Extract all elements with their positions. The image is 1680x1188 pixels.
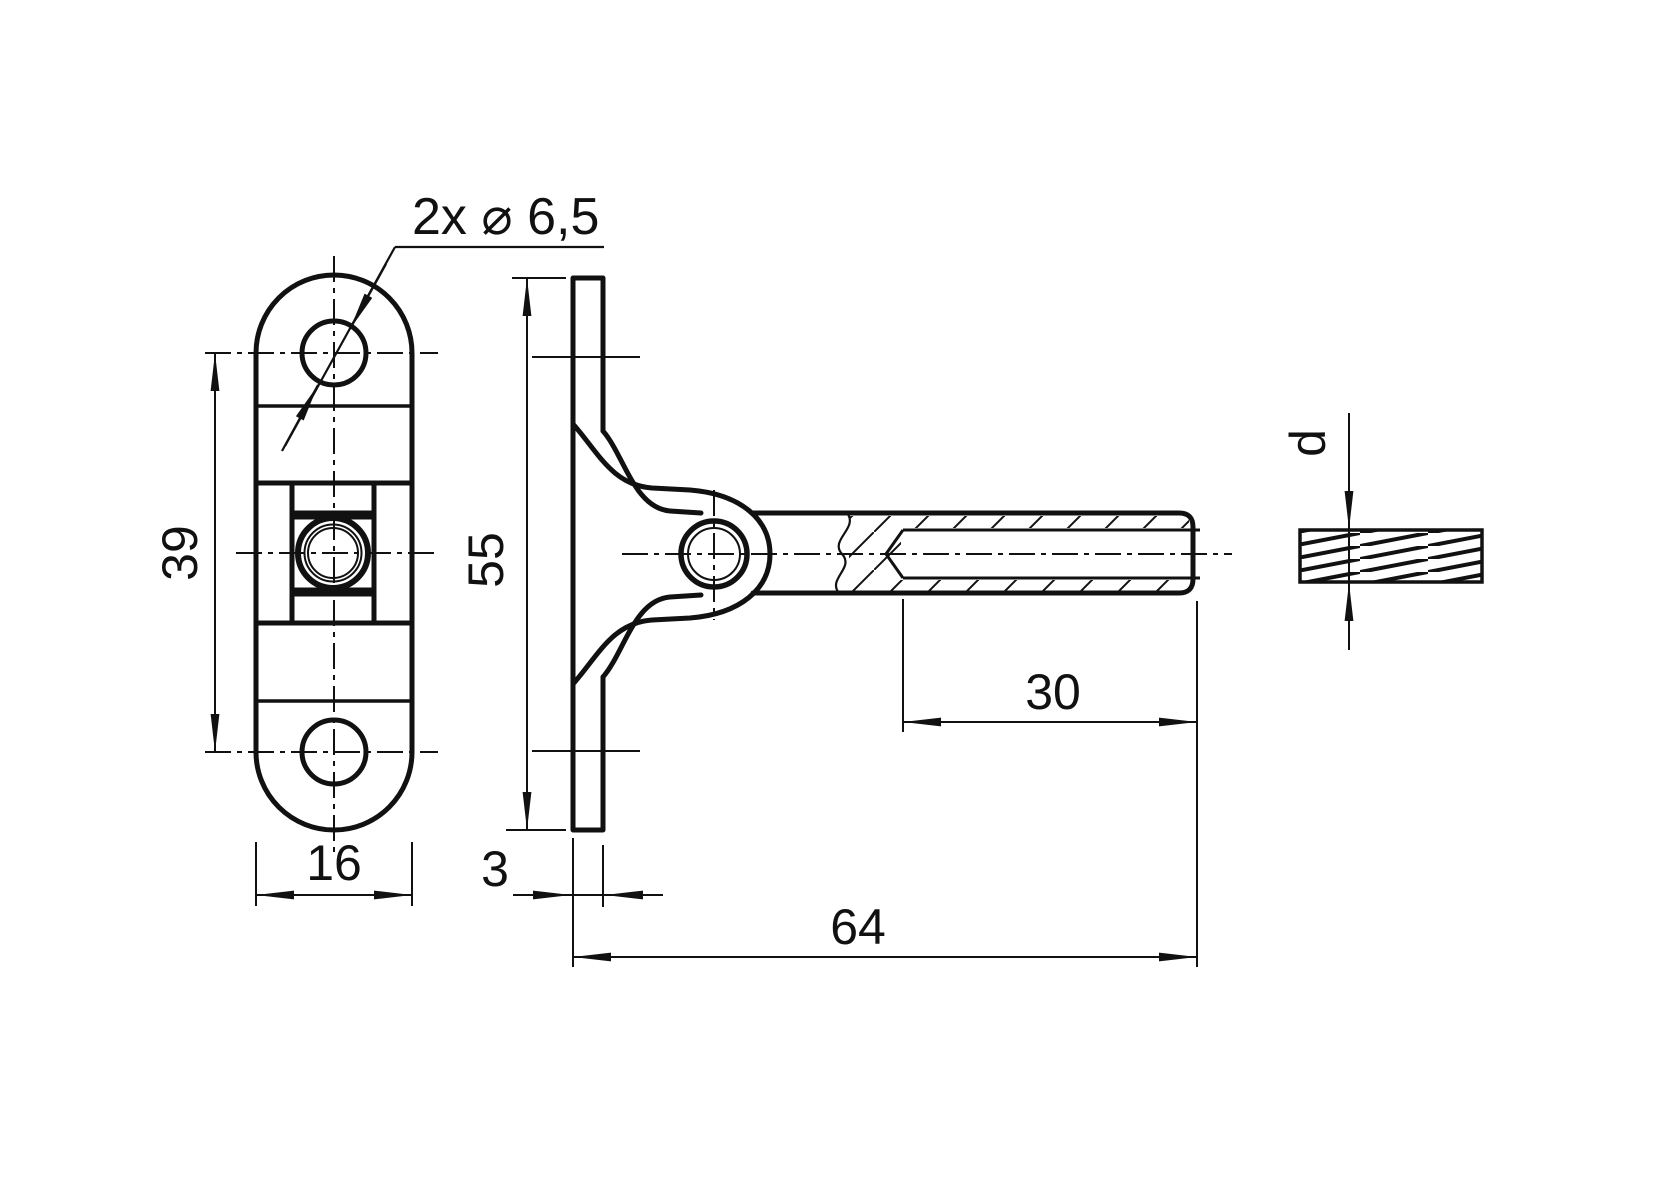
dim-d-label: d [1280, 429, 1336, 457]
dim-55-label: 55 [458, 532, 514, 588]
front-view: 39 16 2x ⌀ 6,5 [152, 188, 604, 906]
dim-plate-height: 55 [458, 277, 566, 831]
tab-outer-contour [570, 421, 773, 687]
rod-hatch-solid [849, 516, 901, 592]
dim-plate-width: 16 [255, 835, 413, 906]
dim-hole-spacing: 39 [152, 353, 220, 752]
dim-total-length: 64 [573, 899, 1197, 962]
tab-inner-upper [600, 428, 704, 516]
plate-outline [253, 272, 415, 833]
plate-profile [570, 275, 606, 833]
dim-plate-thickness: 3 [481, 838, 663, 967]
drill-point [884, 529, 905, 579]
dim-rope-diameter: d [1280, 413, 1354, 650]
rod-break-line [834, 512, 851, 594]
hole-callout: 2x ⌀ 6,5 [281, 188, 604, 452]
top-mounting-hole [299, 318, 369, 388]
rope-section-view: d [1280, 413, 1484, 650]
hole-callout-arrow-lower [281, 384, 319, 452]
hub-boss-circle [678, 518, 750, 590]
dim-16-label: 16 [306, 835, 362, 891]
dim-64-label: 64 [830, 899, 886, 955]
hole-callout-label: 2x ⌀ 6,5 [412, 188, 599, 246]
rope-bar [1298, 528, 1484, 584]
nut-cage-outline [253, 480, 415, 626]
rivet-inner-ring [307, 527, 359, 579]
rivet-outer-ring [295, 515, 371, 591]
rod-outline [750, 510, 1196, 596]
bottom-mounting-hole [299, 717, 369, 787]
side-view: 55 3 30 64 [458, 275, 1232, 967]
hole-callout-arrow-upper [349, 263, 387, 330]
hub-bore-circle [687, 527, 741, 581]
rod-hatch-top-band [901, 516, 1189, 528]
dim-thread-depth: 30 [902, 599, 1198, 967]
dim-3-label: 3 [481, 841, 509, 897]
tab-inner-lower [600, 592, 704, 680]
rivet-middle-ring [303, 523, 363, 583]
rod-hatch-bottom-band [901, 580, 1189, 591]
dim-39-label: 39 [152, 525, 208, 581]
dim-30-label: 30 [1025, 664, 1081, 720]
